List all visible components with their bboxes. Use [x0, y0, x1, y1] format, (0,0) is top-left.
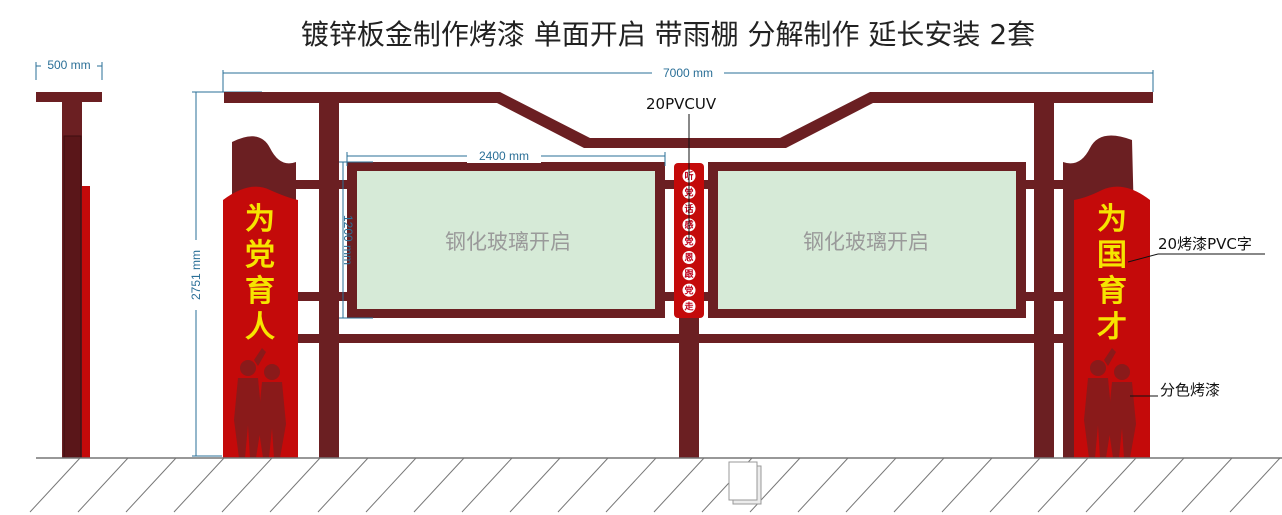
- ground-hatch: [941, 457, 993, 513]
- center-post: [679, 318, 699, 458]
- right-glass-label: 钢化玻璃开启: [803, 230, 929, 254]
- right-slogan-char-3: 育: [1097, 274, 1127, 309]
- right-slogan-char-4: 才: [1097, 310, 1127, 345]
- ground-hatch: [77, 457, 129, 513]
- left-slogan-char-2: 党: [245, 238, 275, 273]
- ground-hatch: [845, 457, 897, 513]
- center-dot-char: 党: [684, 284, 693, 296]
- center-dot-char: 走: [683, 301, 693, 313]
- ground-hatch: [605, 457, 657, 513]
- ground-hatch: [461, 457, 513, 513]
- right-slogan-char-1: 为: [1097, 202, 1127, 237]
- side-view-canopy: [36, 92, 102, 102]
- center-dot: [682, 234, 696, 248]
- lower-rail: [296, 334, 1086, 343]
- side-width-dim-label: 500 mm: [47, 58, 90, 72]
- ground-hatch: [989, 457, 1041, 513]
- center-dot: [682, 299, 696, 313]
- ground-hatch: [1085, 457, 1137, 513]
- left-slogan-char-4: 人: [245, 310, 275, 345]
- ground-hatch: [797, 457, 849, 513]
- ground-hatch: [1181, 457, 1233, 513]
- left-main-post: [319, 103, 339, 458]
- right-slogan-char-2: 国: [1097, 238, 1127, 273]
- side-view: 500 mm: [35, 58, 103, 459]
- right-main-post: [1034, 103, 1054, 458]
- drawing-title: 镀锌板金制作烤漆 单面开启 带雨棚 分解制作 延长安装 2套: [301, 18, 1035, 51]
- ground-hatch: [653, 457, 705, 513]
- split-paint-label: 分色烤漆: [1160, 381, 1220, 399]
- ground-hatch: [29, 457, 81, 513]
- ground-hatch: [125, 457, 177, 513]
- right-glass: [718, 171, 1016, 309]
- front-dimensions: 7000 mm 2751 mm: [189, 66, 1154, 457]
- panel-dimensions: 2400 mm 1200 mm: [339, 149, 666, 319]
- panel-width-dim-label: 2400 mm: [479, 149, 529, 163]
- center-dot: [682, 251, 696, 264]
- paper-sheet-icon: [728, 461, 762, 505]
- pvc-uv-label: 20PVCUV: [646, 95, 717, 113]
- annotations: 20PVCUV 20烤漆PVC字 分色烤漆: [646, 95, 1265, 399]
- ground-hatch: [173, 457, 225, 513]
- ground-hatch: [365, 457, 417, 513]
- left-glass: [357, 171, 655, 309]
- side-view-body: [63, 135, 82, 459]
- side-view-red-panel: [82, 186, 90, 458]
- left-pioneer-silhouette: [234, 348, 286, 458]
- ground-hatch: [1133, 457, 1185, 513]
- ground: [29, 457, 1282, 513]
- ground-hatch: [557, 457, 609, 513]
- pvc-text-label: 20烤漆PVC字: [1158, 235, 1252, 253]
- center-dot: [682, 283, 696, 297]
- height-dim-label: 2751 mm: [189, 250, 203, 300]
- height-dim-bg: [189, 240, 203, 310]
- right-pioneer-silhouette: [1084, 348, 1136, 458]
- left-glass-label: 钢化玻璃开启: [445, 230, 571, 254]
- ground-hatch: [1229, 457, 1281, 513]
- billboard-frame: 钢化玻璃开启 钢化玻璃开启: [224, 92, 1153, 458]
- canopy-roof: [224, 92, 1153, 148]
- ground-hatching: [29, 457, 1281, 513]
- total-width-dim-label: 7000 mm: [663, 66, 713, 80]
- center-dot: [682, 267, 696, 281]
- pvc-text-leader: [1127, 253, 1159, 263]
- ground-hatch: [221, 457, 273, 513]
- right-pillar: 为 国 育 才: [1063, 135, 1150, 458]
- left-slogan-char-1: 为: [245, 202, 275, 237]
- ground-hatch: [269, 457, 321, 513]
- panel-height-dim-label: 1200 mm: [341, 215, 355, 265]
- ground-hatch: [413, 457, 465, 513]
- total-width-dim-bg: [652, 66, 724, 80]
- left-pillar: 为 党 育 人: [223, 136, 298, 458]
- ground-hatch: [893, 457, 945, 513]
- left-slogan-char-3: 育: [245, 274, 275, 309]
- ground-hatch: [1037, 457, 1089, 513]
- center-dot-char: 跟: [684, 269, 694, 280]
- ground-hatch: [509, 457, 561, 513]
- center-dot-char: 党: [684, 235, 693, 247]
- panel-width-dim-bg: [467, 149, 541, 163]
- center-dot-char: 恩: [684, 253, 693, 264]
- ground-hatch: [317, 457, 369, 513]
- side-width-dim-bg: [41, 58, 97, 72]
